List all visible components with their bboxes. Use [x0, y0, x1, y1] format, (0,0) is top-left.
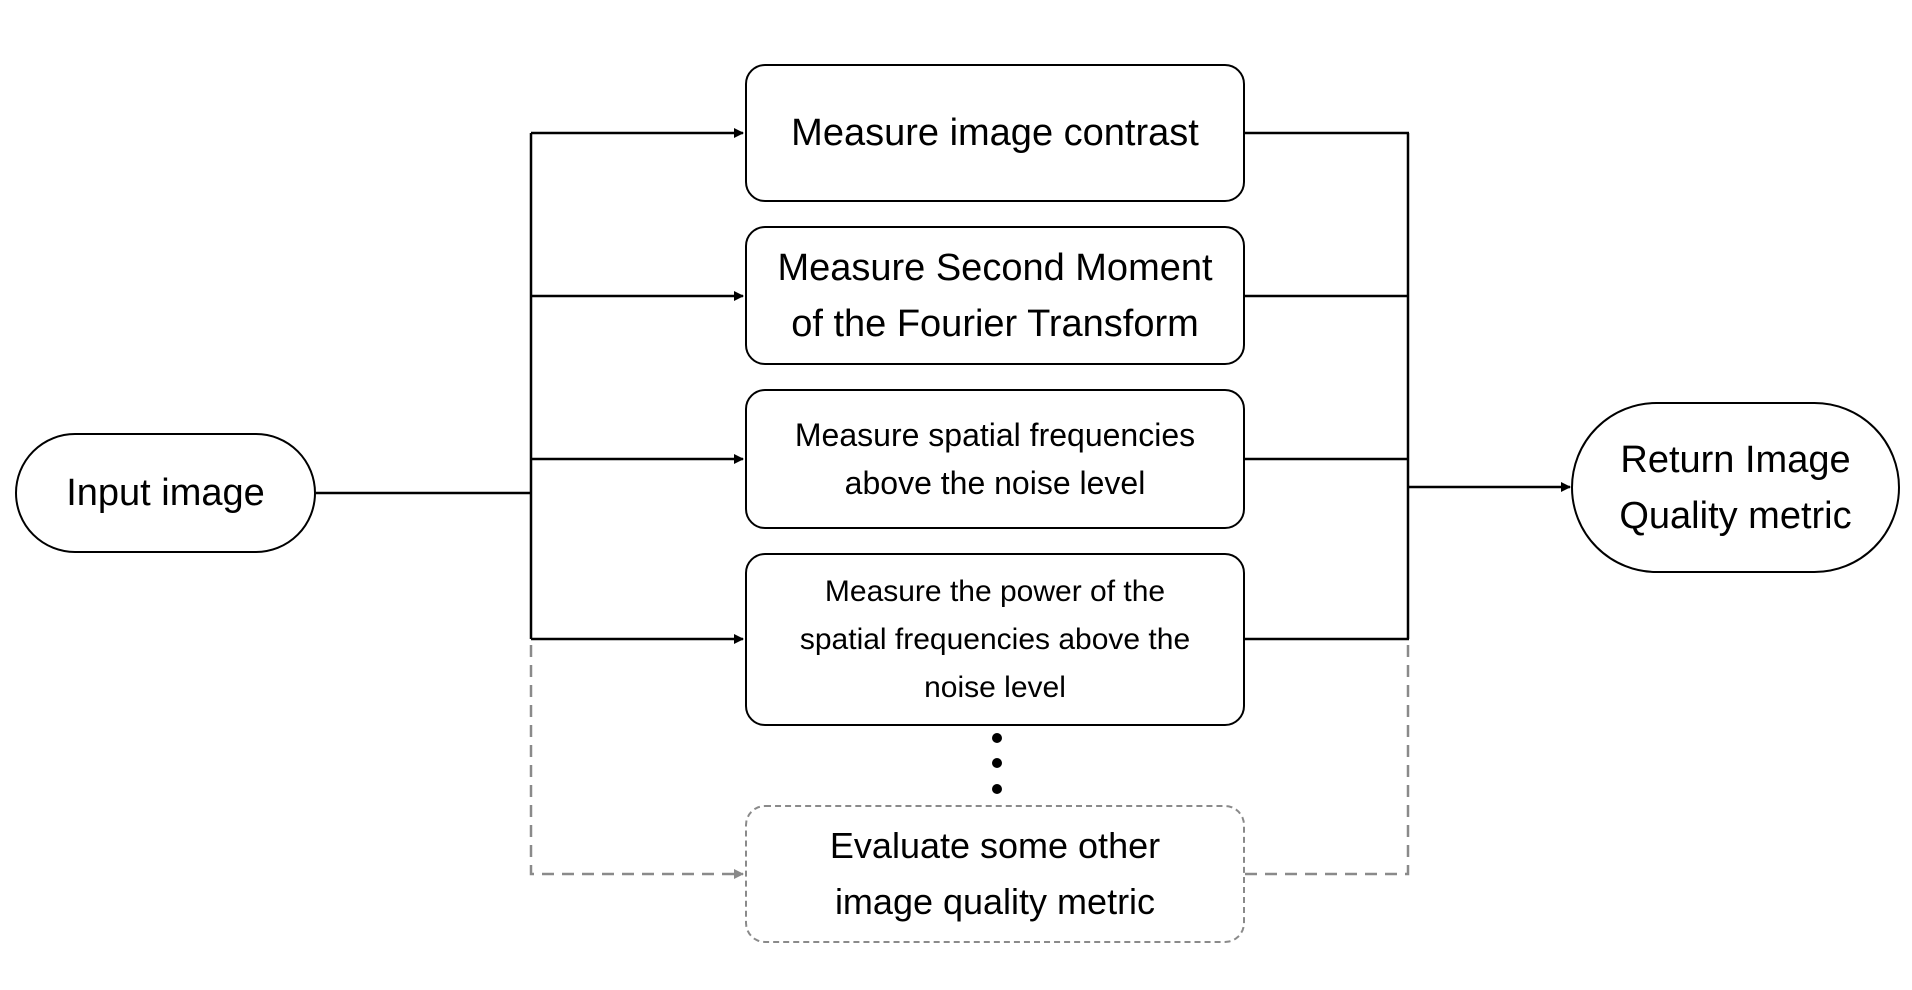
dashed-arrow-to-optional-measure	[529, 645, 744, 879]
return-metric-node: Return Image Quality metric	[1571, 402, 1900, 573]
input-image-node: Input image	[15, 433, 316, 553]
ellipsis-dot-3	[992, 784, 1002, 794]
dashed-optional-measure-to-bus	[1245, 645, 1410, 876]
measure-spatial-frequencies-line-2: above the noise level	[844, 465, 1146, 501]
measure-power-line-1: Measure the power of the	[824, 574, 1166, 608]
optional-metric-node: Evaluate some other image quality metric	[745, 805, 1245, 943]
measure-spatial-frequencies-line-1: Measure spatial frequencies	[794, 417, 1196, 453]
optional-metric-line-1: Evaluate some other	[829, 825, 1161, 866]
ellipsis-dot-1	[992, 733, 1002, 743]
optional-metric-line-2: image quality metric	[834, 881, 1156, 922]
measure-power-line-3: noise level	[924, 670, 1066, 704]
return-metric-line-1: Return Image	[1620, 438, 1851, 481]
measure-power-line-2: spatial frequencies above the	[799, 622, 1191, 656]
input-image-label: Input image	[66, 472, 265, 514]
return-metric-line-2: Quality metric	[1619, 494, 1852, 537]
measure-power-node: Measure the power of the spatial frequen…	[745, 553, 1245, 726]
ellipsis-dot-2	[992, 758, 1002, 768]
measure-second-moment-node: Measure Second Moment of the Fourier Tra…	[745, 226, 1245, 365]
measure-second-moment-line-2: of the Fourier Transform	[791, 302, 1199, 345]
measure-spatial-frequencies-node: Measure spatial frequencies above the no…	[745, 389, 1245, 529]
measure-contrast-node: Measure image contrast	[745, 64, 1245, 202]
measure-contrast-label: Measure image contrast	[791, 112, 1199, 154]
measure-second-moment-line-1: Measure Second Moment	[777, 246, 1213, 289]
